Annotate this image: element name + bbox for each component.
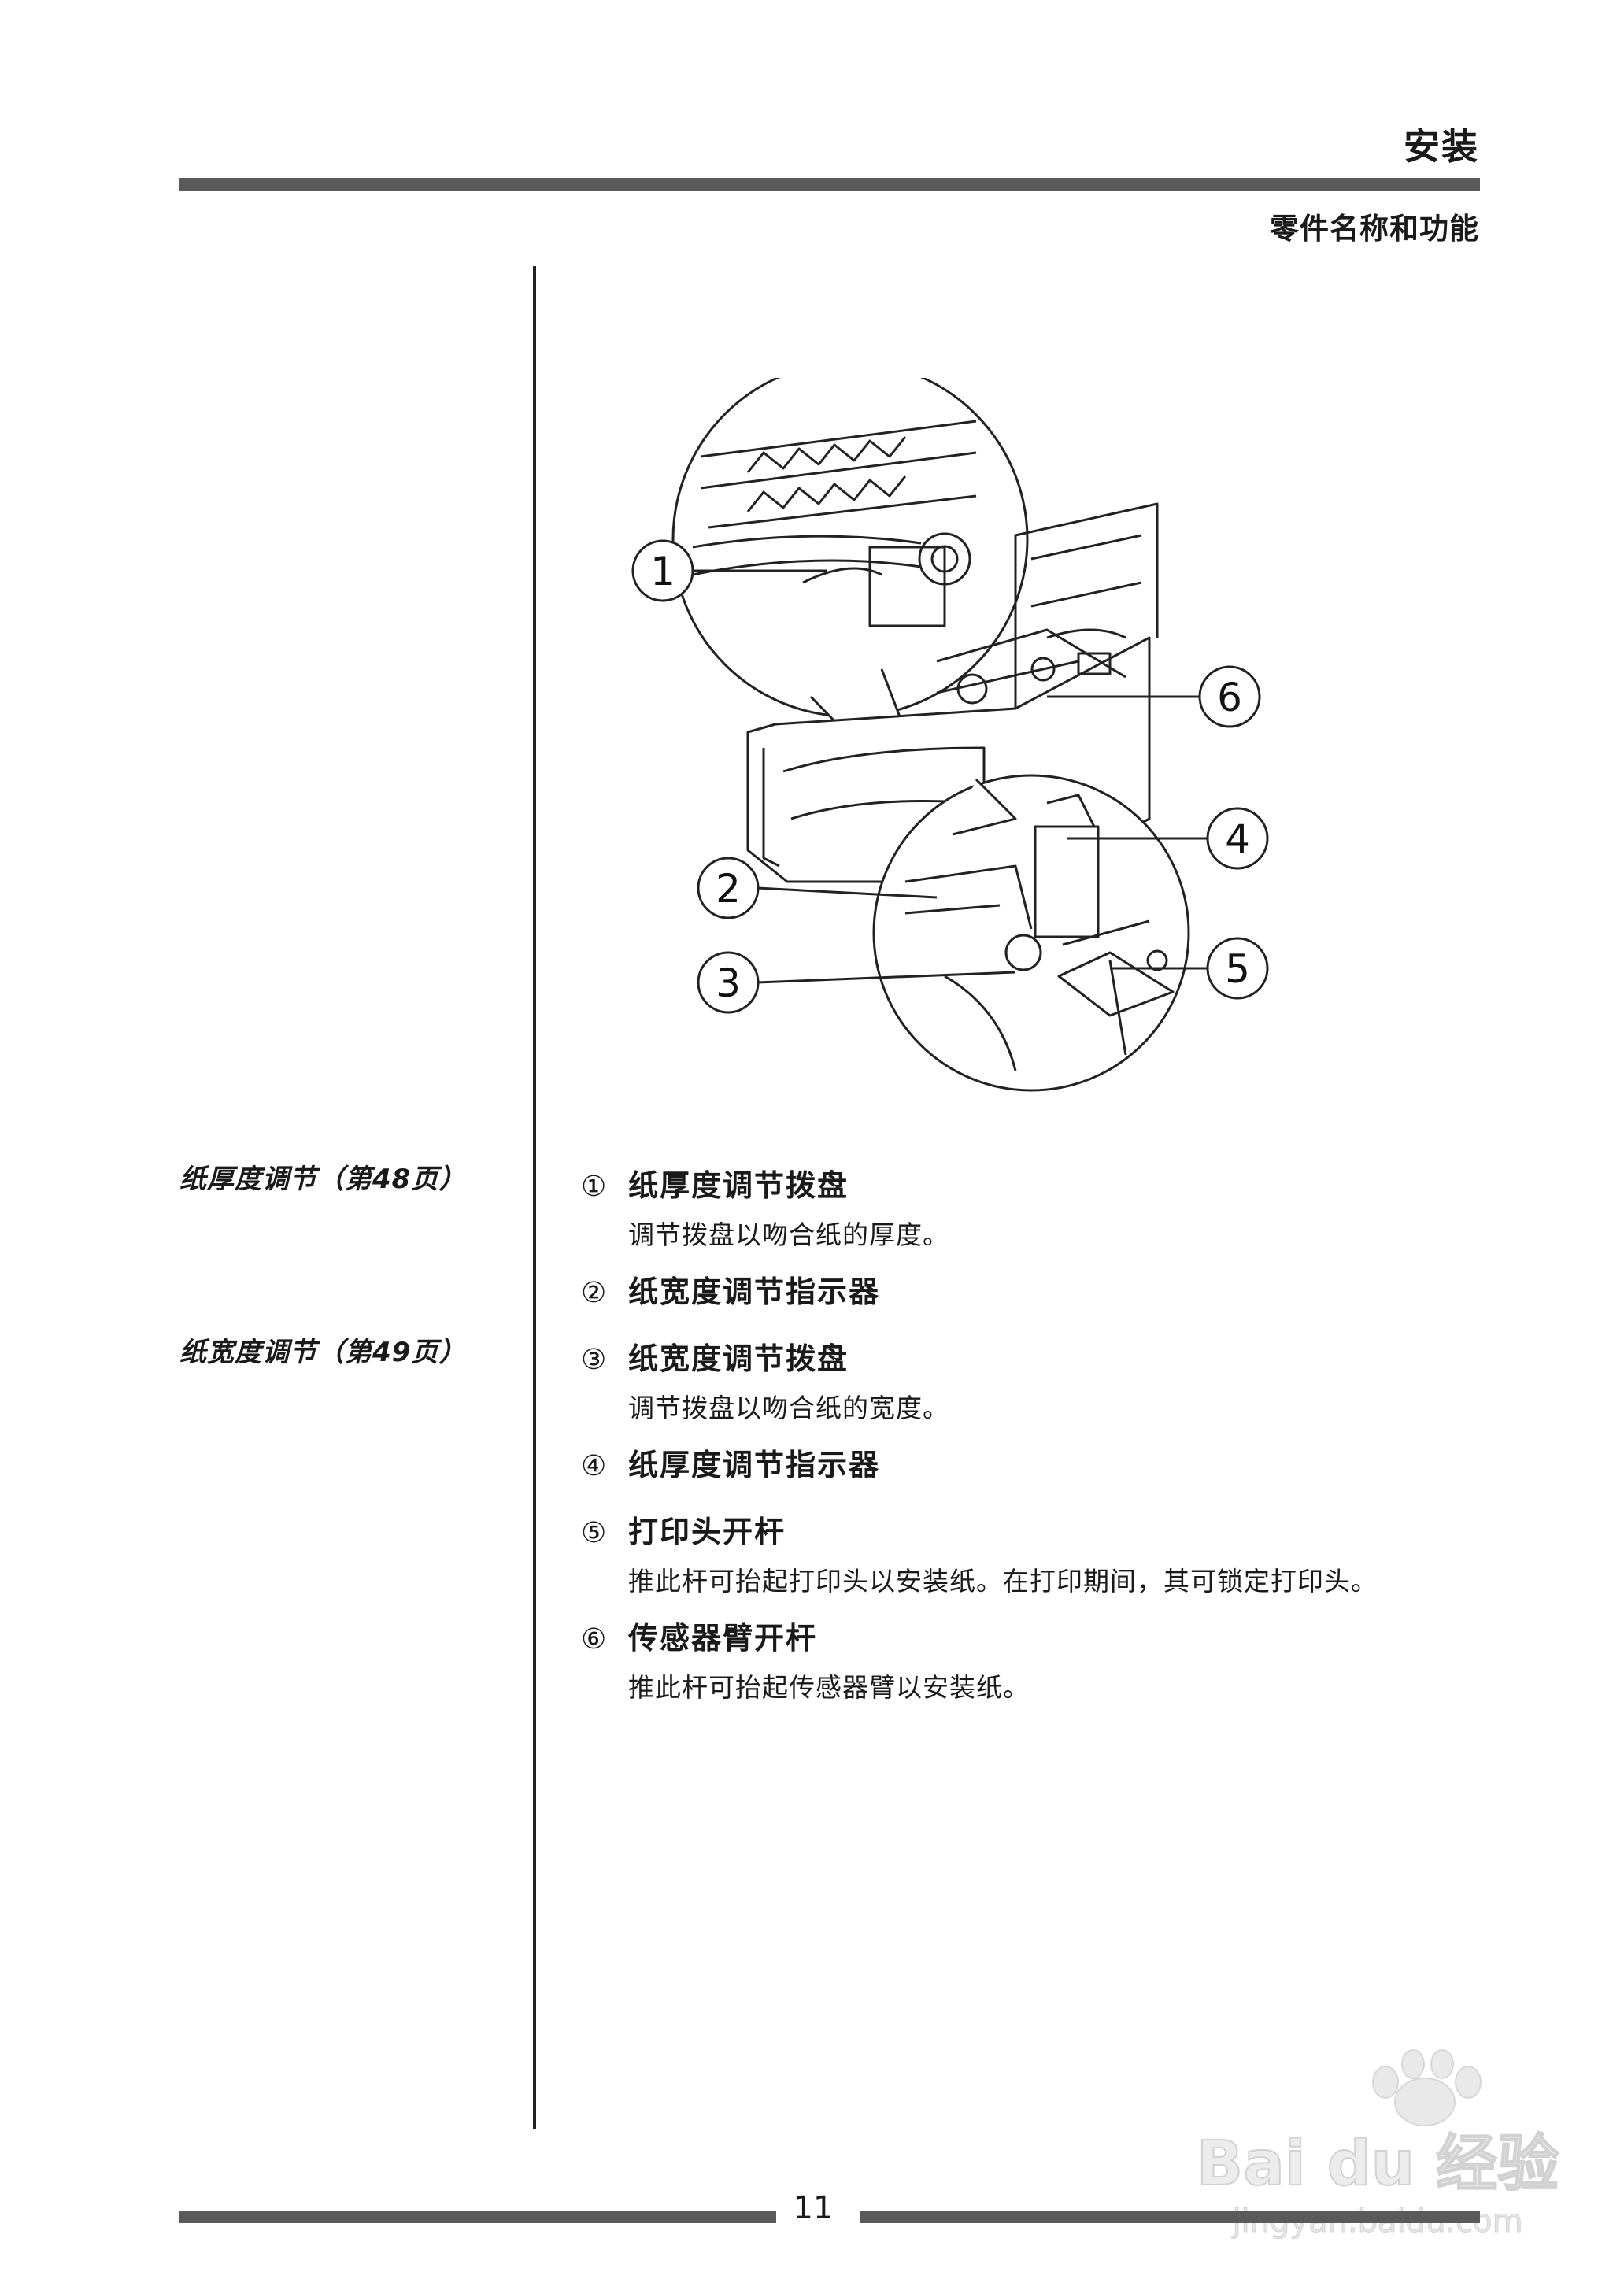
part-description: 推此杆可抬起打印头以安装纸。在打印期间，其可锁定打印头。 [628,1566,1378,1597]
zoom-circle-bottom [872,774,1190,1092]
part-number: ④ [581,1450,607,1482]
part-title: 纸厚度调节指示器 [628,1448,881,1482]
part-item-1: ① 纸厚度调节拨盘 调节拨盘以吻合纸的厚度。 [581,1161,1494,1252]
side-note-thickness: 纸厚度调节（第48页） [179,1164,467,1195]
callout-1: 1 [650,549,675,594]
part-number: ② [581,1277,607,1309]
baidu-watermark: Bai du 经验 jingyan.baidu.com [1196,2049,1559,2240]
part-description: 调节拨盘以吻合纸的宽度。 [628,1393,949,1423]
section-subtitle: 零件名称和功能 [1270,212,1479,246]
side-note-width: 纸宽度调节（第49页） [179,1337,467,1368]
callout-5: 5 [1225,946,1250,992]
part-item-4: ④ 纸厚度调节指示器 [581,1441,1494,1484]
printer-parts-diagram: 1 2 3 4 5 6 [631,378,1269,1092]
part-title: 传感器臂开杆 [628,1621,818,1656]
part-item-5: ⑤ 打印头开杆 推此杆可抬起打印头以安装纸。在打印期间，其可锁定打印头。 [581,1508,1494,1598]
part-title: 纸厚度调节拨盘 [628,1168,849,1203]
page-number: 11 [793,2190,834,2226]
zoom-circle-top [671,378,1029,718]
thickness-dial-shape [918,532,971,586]
part-number: ① [581,1171,607,1203]
section-title: 安装 [1404,125,1479,168]
part-title: 纸宽度调节拨盘 [628,1341,849,1376]
part-number: ⑤ [581,1517,607,1549]
callout-2: 2 [716,866,741,912]
footer-rule-left [179,2211,776,2223]
callout-3: 3 [716,960,741,1006]
callout-6: 6 [1217,675,1242,720]
part-number: ⑥ [581,1623,607,1656]
part-item-2: ② 纸宽度调节指示器 [581,1267,1494,1311]
footer-rule-right [860,2211,1480,2223]
part-number: ③ [581,1344,607,1376]
part-title: 打印头开杆 [628,1515,786,1549]
paw-icon [1394,2078,1456,2126]
part-item-6: ⑥ 传感器臂开杆 推此杆可抬起传感器臂以安装纸。 [581,1614,1494,1704]
part-title: 纸宽度调节指示器 [628,1275,881,1309]
part-description: 推此杆可抬起传感器臂以安装纸。 [628,1672,1030,1703]
callout-4: 4 [1225,816,1250,862]
column-divider [533,266,536,2129]
part-item-3: ③ 纸宽度调节拨盘 调节拨盘以吻合纸的宽度。 [581,1334,1494,1425]
part-description: 调节拨盘以吻合纸的厚度。 [628,1219,949,1250]
watermark-brand: Bai du 经验 [1197,2129,1559,2200]
header-rule [179,178,1480,191]
